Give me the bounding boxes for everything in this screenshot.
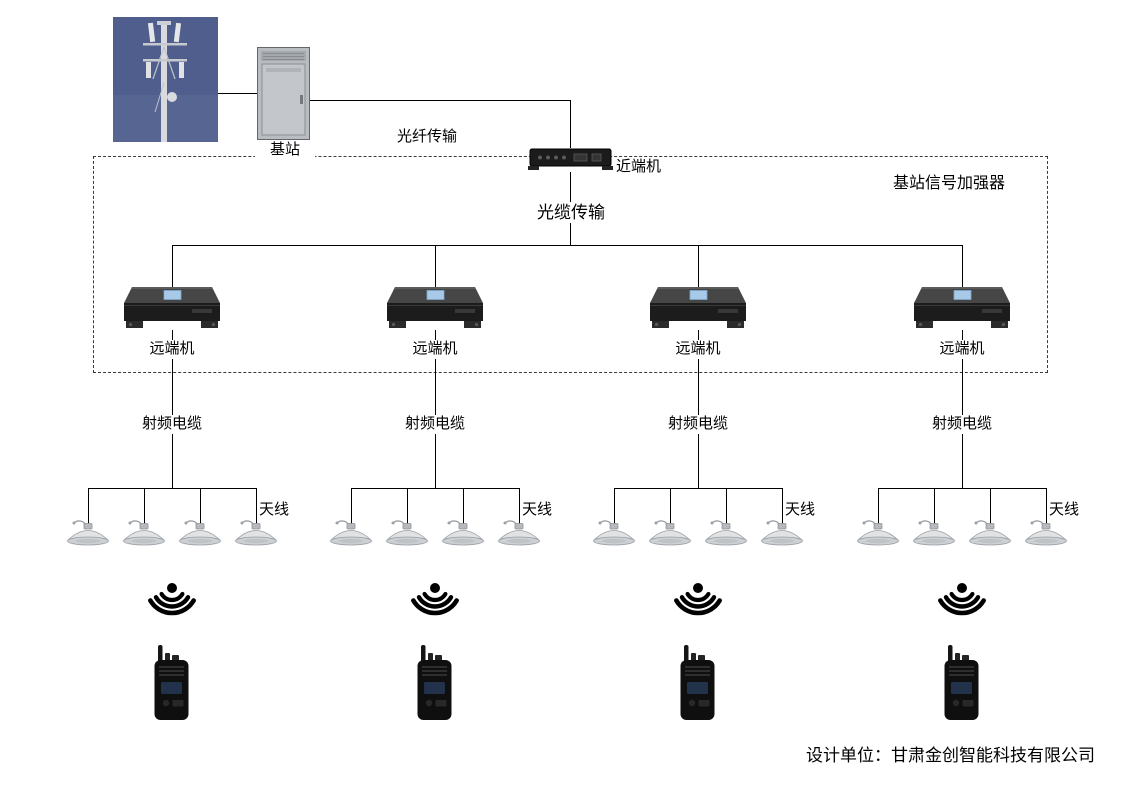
ceiling-antenna-icon — [910, 519, 958, 549]
ceiling-antenna-icon — [120, 519, 168, 549]
antenna-drop-line — [407, 488, 408, 526]
rf-cable-line — [172, 330, 173, 489]
signal-waves-icon — [148, 582, 196, 616]
rf-cable-label: 射频电缆 — [393, 415, 477, 434]
photo-to-cabinet-line — [218, 93, 257, 94]
antenna-drop-line — [990, 488, 991, 526]
optical-cable-label: 光缆传输 — [528, 202, 614, 224]
corner-to-nearend-line — [570, 100, 571, 148]
signal-waves-icon — [674, 582, 722, 616]
antenna-drop-line — [1046, 488, 1047, 526]
fiber-transmission-label: 光纤传输 — [388, 128, 466, 147]
remote-unit-label: 远端机 — [395, 340, 475, 359]
remote-unit-device — [387, 279, 483, 331]
antenna-drop-line — [934, 488, 935, 526]
ceiling-antenna-icon — [439, 519, 487, 549]
ceiling-antenna-icon — [495, 519, 543, 549]
rf-cable-line — [435, 330, 436, 489]
ceiling-antenna-icon — [702, 519, 750, 549]
rf-cable-line — [698, 330, 699, 489]
outdoor-cabinet — [257, 47, 310, 140]
antenna-drop-line — [200, 488, 201, 526]
remote-unit-device — [124, 279, 220, 331]
antenna-drop-line — [782, 488, 783, 526]
signal-waves-icon — [411, 582, 459, 616]
cabinet-to-corner-line — [310, 100, 571, 101]
main-bus-line — [172, 245, 963, 246]
antenna-drop-line — [144, 488, 145, 526]
walkie-talkie-icon — [943, 644, 981, 722]
ceiling-antenna-icon — [646, 519, 694, 549]
ceiling-antenna-icon — [176, 519, 224, 549]
remote-unit-label: 远端机 — [658, 340, 738, 359]
remote-unit-device — [914, 279, 1010, 331]
walkie-talkie-icon — [679, 644, 717, 722]
antenna-label: 天线 — [259, 502, 290, 518]
base-station-photo — [113, 17, 218, 142]
ceiling-antenna-icon — [758, 519, 806, 549]
ceiling-antenna-icon — [327, 519, 375, 549]
bus-to-remote-line — [698, 245, 699, 290]
remote-unit-label: 远端机 — [132, 340, 212, 359]
ceiling-antenna-icon — [232, 519, 280, 549]
signal-waves-icon — [938, 582, 986, 616]
bus-to-remote-line — [172, 245, 173, 290]
rf-cable-label: 射频电缆 — [656, 415, 740, 434]
walkie-talkie-icon — [416, 644, 454, 722]
ceiling-antenna-icon — [1022, 519, 1070, 549]
antenna-label: 天线 — [785, 502, 816, 518]
antenna-drop-line — [351, 488, 352, 526]
bus-to-remote-line — [962, 245, 963, 290]
antenna-drop-line — [670, 488, 671, 526]
antenna-drop-line — [256, 488, 257, 526]
rf-cable-label: 射频电缆 — [920, 415, 1004, 434]
ceiling-antenna-icon — [64, 519, 112, 549]
antenna-label: 天线 — [1049, 502, 1080, 518]
antenna-drop-line — [463, 488, 464, 526]
ceiling-antenna-icon — [383, 519, 431, 549]
antenna-feeder-line — [614, 488, 783, 489]
antenna-drop-line — [614, 488, 615, 526]
remote-unit-device — [650, 279, 746, 331]
ceiling-antenna-icon — [966, 519, 1014, 549]
near-end-unit-device — [528, 146, 613, 172]
antenna-drop-line — [878, 488, 879, 526]
rf-cable-label: 射频电缆 — [130, 415, 214, 434]
antenna-label: 天线 — [522, 502, 553, 518]
remote-unit-label: 远端机 — [922, 340, 1002, 359]
ceiling-antenna-icon — [854, 519, 902, 549]
antenna-drop-line — [88, 488, 89, 526]
base-station-label: 基站 — [255, 141, 315, 160]
bus-to-remote-line — [435, 245, 436, 290]
walkie-talkie-icon — [153, 644, 191, 722]
rf-cable-line — [962, 330, 963, 489]
antenna-feeder-line — [351, 488, 520, 489]
system-boundary-label: 基站信号加强器 — [882, 174, 1016, 194]
antenna-drop-line — [519, 488, 520, 526]
antenna-feeder-line — [88, 488, 257, 489]
ceiling-antenna-icon — [590, 519, 638, 549]
near-end-unit-label: 近端机 — [616, 158, 686, 177]
antenna-drop-line — [726, 488, 727, 526]
antenna-feeder-line — [878, 488, 1047, 489]
designer-credit: 设计单位：甘肃金创智能科技有限公司 — [806, 746, 1095, 765]
